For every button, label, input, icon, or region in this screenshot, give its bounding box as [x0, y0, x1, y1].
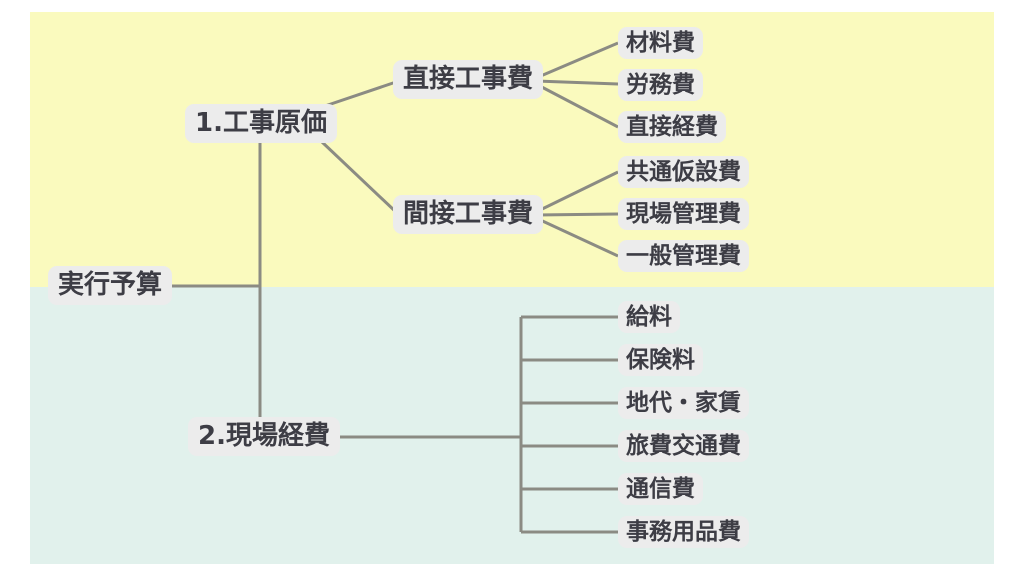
node-land-rent: 地代・家賃 [618, 387, 749, 420]
node-common-temporary-cost: 共通仮設費 [618, 156, 749, 189]
lower-panel [30, 287, 994, 564]
node-office-supplies-cost: 事務用品費 [618, 516, 749, 549]
upper-panel [30, 12, 994, 287]
node-general-management-cost: 一般管理費 [618, 240, 749, 273]
node-construction-cost: 1.工事原価 [185, 104, 337, 144]
node-site-management-cost: 現場管理費 [618, 198, 749, 231]
node-execution-budget: 実行予算 [48, 266, 173, 306]
node-material-cost: 材料費 [618, 27, 703, 60]
node-direct-expenses: 直接経費 [618, 111, 726, 144]
node-travel-expenses: 旅費交通費 [618, 430, 749, 463]
node-salary: 給料 [618, 301, 680, 334]
node-labor-cost: 労務費 [618, 69, 703, 102]
node-direct-construction-cost: 直接工事費 [393, 60, 544, 100]
node-communication-cost: 通信費 [618, 473, 703, 506]
node-insurance: 保険料 [618, 344, 703, 377]
node-indirect-construction-cost: 間接工事費 [393, 195, 544, 235]
node-site-expenses: 2.現場経費 [188, 417, 340, 457]
